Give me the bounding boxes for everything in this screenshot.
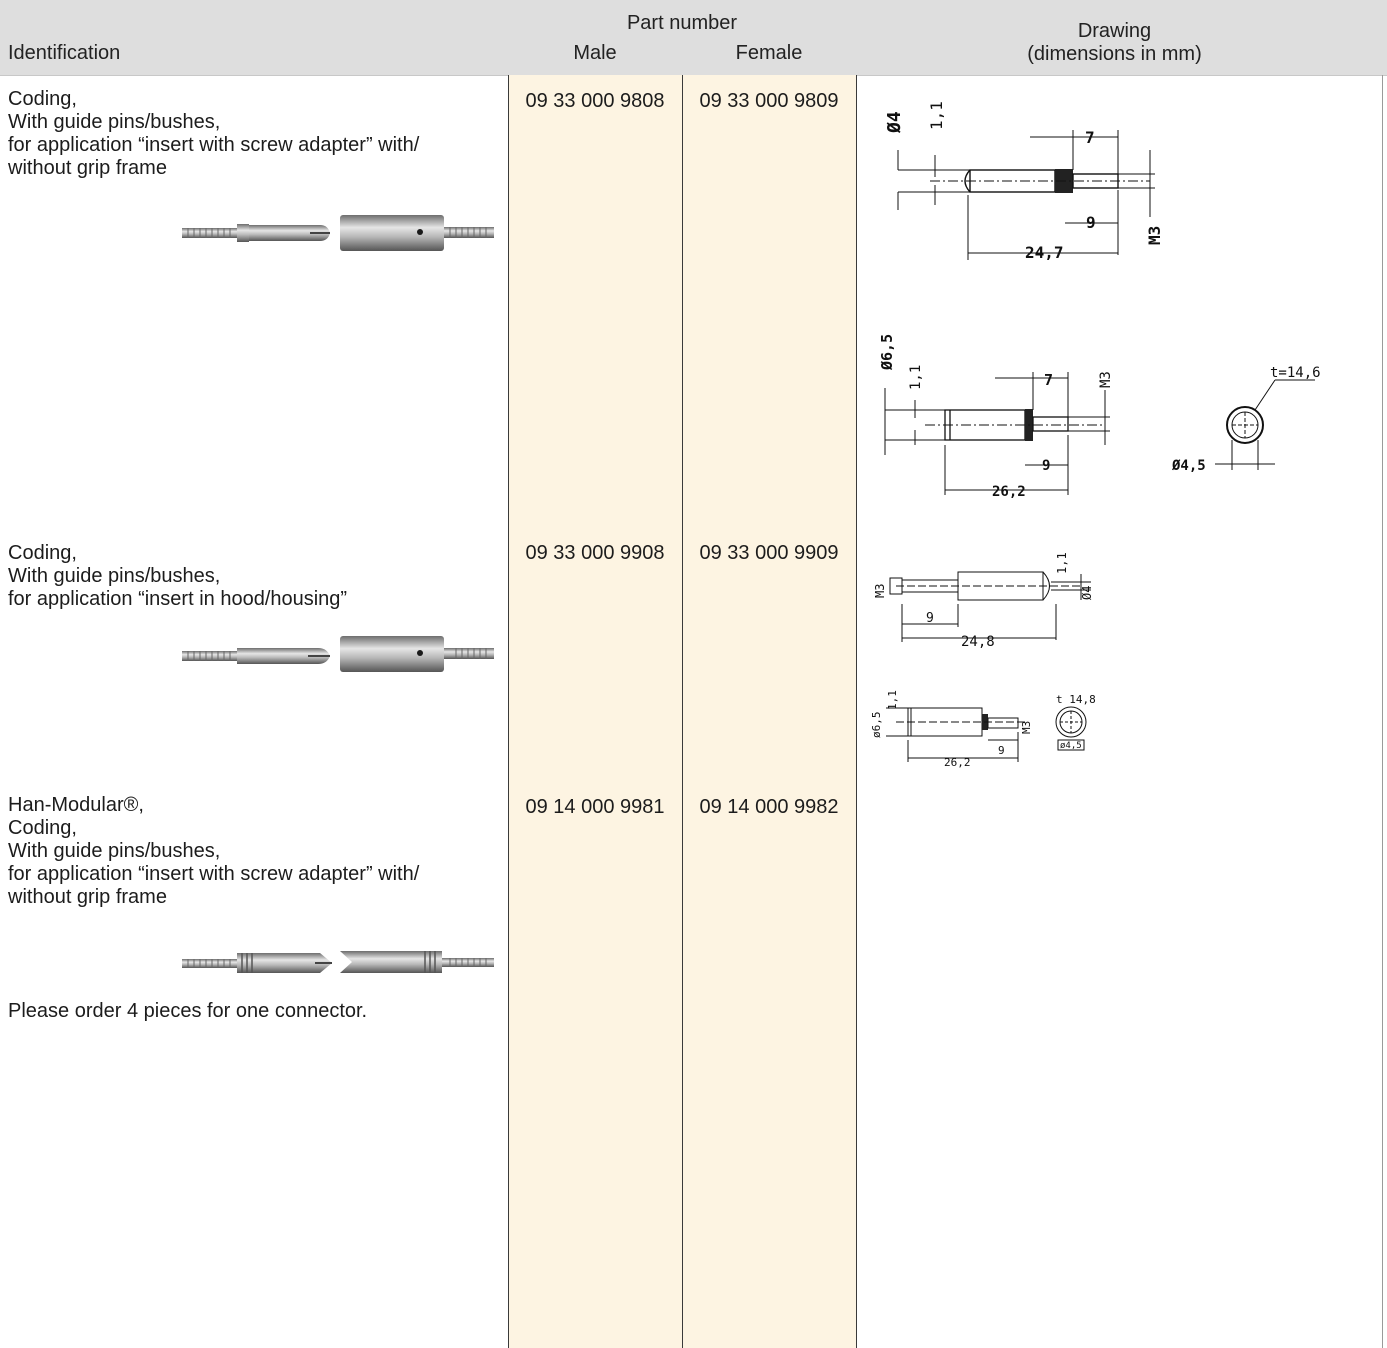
row-2-male-drawing: M3 1,1 Ø4 9 24,8 [873,552,1094,650]
dim-thread: M3 [873,584,887,598]
header-identification: Identification [8,42,121,64]
dim-d-outer: ø6,5 [870,712,883,739]
row-2-female-part-number: 09 33 000 9909 [699,542,839,564]
dim-thread: M3 [1145,226,1164,245]
row-3-male-part-number: 09 14 000 9981 [525,796,665,818]
dim-bore: Ø4,5 [1171,458,1206,474]
row-2-female-drawing: ø6,5 1,1 M3 9 26,2 t 14,8 ø4,5 [870,690,1096,769]
row-3-female-part-number: 09 14 000 9982 [699,796,839,818]
row-1-female-part-number: 09 33 000 9809 [699,90,839,112]
female-bush-image [340,636,494,672]
row-2-identification: Coding, With guide pins/bushes, for appl… [8,542,348,610]
dim-slot: 1,1 [927,101,946,130]
dim-slot: 1,1 [908,365,924,390]
dim-thread: M3 [1020,721,1033,734]
dim-slot: 1,1 [886,690,899,710]
dim-stud: 9 [1042,458,1050,474]
dim-slot: 1,1 [1055,552,1069,574]
row-2-male-part-number: 09 33 000 9908 [525,542,665,564]
dim-bore: ø4,5 [1060,741,1082,751]
dim-d-outer: Ø4 [1080,586,1094,600]
dim-depth: t=14,6 [1270,365,1321,381]
dim-length: 26,2 [992,484,1026,500]
male-pin-image [182,224,330,242]
dim-stud: 9 [998,744,1005,757]
male-column [508,75,682,1348]
dim-stud: 9 [926,611,934,626]
row-1-male-drawing: Ø4 1,1 7 9 24,7 M3 [884,101,1164,262]
right-border [1382,75,1383,1348]
row-1-identification: Coding, With guide pins/bushes, for appl… [8,88,420,179]
female-column [682,75,857,1348]
header-drawing: Drawing (dimensions in mm) [1027,20,1202,65]
table-header: Identification Part number Male Female D… [0,0,1387,76]
dim-thread-len: 7 [1044,371,1053,389]
header-part-number: Part number [626,12,738,34]
row-1-male-part-number: 09 33 000 9808 [525,90,665,112]
dim-length: 24,7 [1025,243,1064,262]
dim-thread: M3 [1098,371,1114,388]
dim-length: 24,8 [961,634,995,650]
row-3-identification: Han-Modular®, Coding, With guide pins/bu… [8,794,420,908]
header-male: Male [573,42,617,64]
dim-d-outer: Ø6,5 [878,334,896,371]
dim-depth: t 14,8 [1056,693,1096,706]
dim-thread-len: 7 [1085,128,1095,147]
row-3-note: Please order 4 pieces for one connector. [8,1000,368,1022]
row-1-female-drawing: Ø6,5 1,1 7 M3 9 26,2 t=14,6 Ø4,5 [878,334,1321,500]
female-bush-image [340,951,494,973]
row-2-product-photo [182,636,494,672]
female-bush-image [340,215,494,251]
dim-stud: 9 [1086,213,1096,232]
row-3-product-photo [182,951,494,973]
row-1-product-photo [182,215,494,251]
male-pin-image [182,648,330,664]
male-pin-image [182,953,332,973]
dim-length: 26,2 [944,756,971,769]
header-female: Female [735,42,803,64]
dim-d-outer: Ø4 [884,111,905,134]
